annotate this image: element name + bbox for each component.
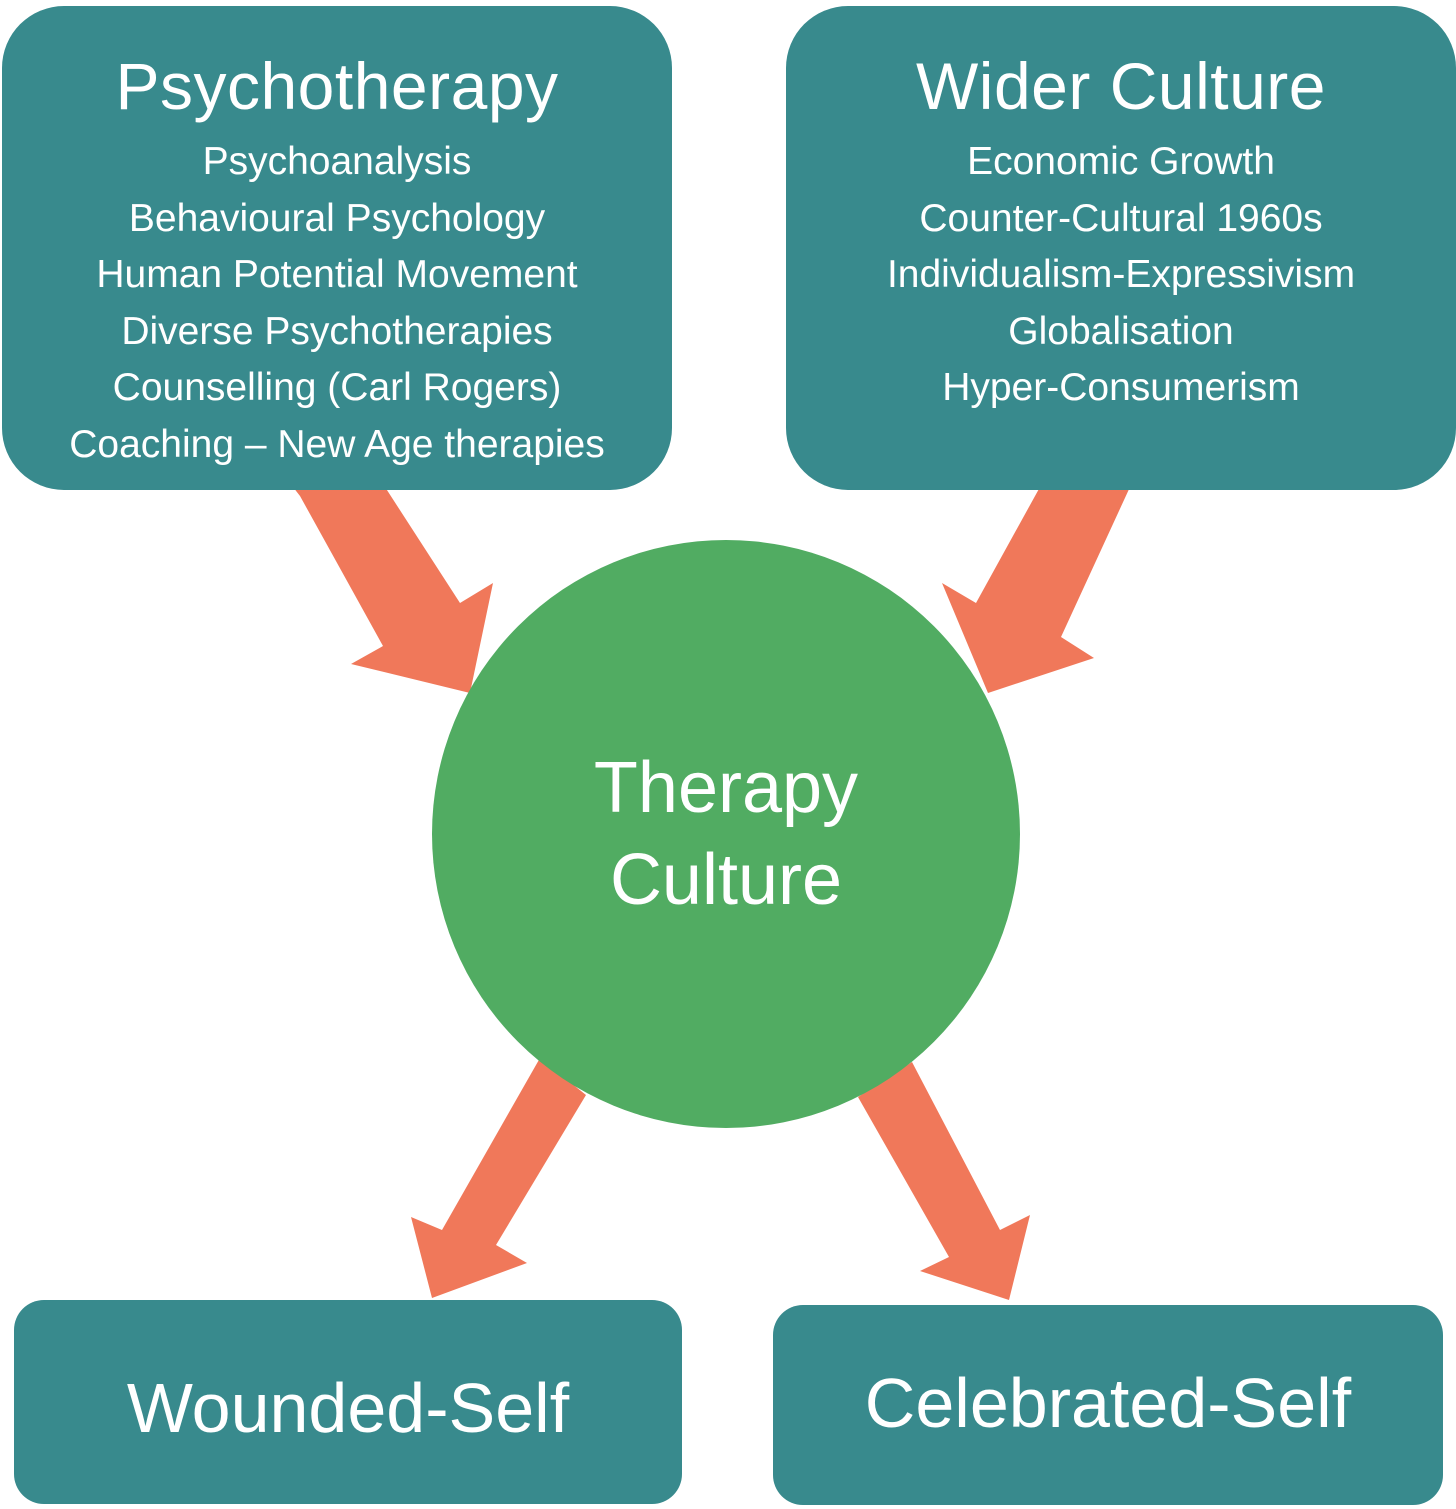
psychotherapy-title: Psychotherapy — [115, 49, 559, 123]
wounded-self-label: Wounded-Self — [126, 1369, 570, 1447]
celebrated-self-label: Celebrated-Self — [864, 1364, 1352, 1442]
list-item: Individualism-Expressivism — [886, 253, 1356, 296]
list-item: Hyper-Consumerism — [942, 366, 1300, 409]
list-item: Coaching – New Age therapies — [69, 422, 605, 466]
celebrated-self-box: Celebrated-Self — [773, 1305, 1443, 1505]
arrow-psychotherapy-to-therapy-culture — [293, 487, 493, 693]
list-item: Economic Growth — [967, 140, 1275, 183]
arrow-therapy-culture-to-wounded-self — [411, 1058, 586, 1298]
list-item: Human Potential Movement — [96, 253, 578, 296]
list-item: Counselling (Carl Rogers) — [112, 366, 562, 409]
psychotherapy-list: Psychoanalysis Behavioural Psychology Hu… — [2, 134, 672, 473]
list-item: Psychoanalysis — [202, 140, 472, 183]
list-item: Diverse Psychotherapies — [121, 309, 553, 353]
list-item: Counter-Cultural 1960s — [919, 196, 1323, 240]
wider-culture-list: Economic Growth Counter-Cultural 1960s I… — [786, 134, 1456, 417]
arrow-wider-culture-to-therapy-culture — [942, 487, 1130, 693]
wider-culture-box: Wider Culture Economic Growth Counter-Cu… — [786, 6, 1456, 490]
list-item: Behavioural Psychology — [128, 196, 546, 240]
wounded-self-box: Wounded-Self — [14, 1300, 682, 1504]
therapy-culture-label-line2: Culture — [609, 840, 843, 920]
psychotherapy-box: Psychotherapy Psychoanalysis Behavioural… — [2, 6, 672, 490]
list-item: Globalisation — [1008, 309, 1234, 353]
therapy-culture-circle: Therapy Culture — [432, 540, 1020, 1128]
arrow-therapy-culture-to-celebrated-self — [858, 1062, 1030, 1300]
wider-culture-title: Wider Culture — [916, 49, 1326, 123]
therapy-culture-label-line1: Therapy — [593, 748, 859, 828]
